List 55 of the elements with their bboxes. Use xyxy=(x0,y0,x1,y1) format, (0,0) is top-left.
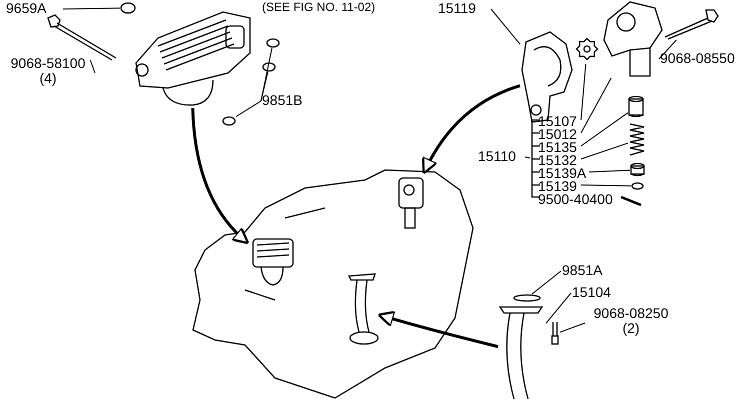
leader-line xyxy=(90,60,96,74)
leader-line xyxy=(260,48,272,102)
valve-drawing xyxy=(628,96,644,118)
ring-drawing xyxy=(120,2,136,14)
ring-drawing xyxy=(266,38,280,48)
leader-line xyxy=(490,8,520,45)
leader-line xyxy=(580,112,628,146)
leader-line xyxy=(560,322,586,333)
leader-line xyxy=(580,78,612,134)
part-number: 15135 xyxy=(538,139,580,153)
bolt-drawing xyxy=(550,322,560,346)
leader-line xyxy=(532,270,562,294)
part-number: 15012 xyxy=(538,126,580,140)
leader-line xyxy=(580,64,586,120)
pin-drawing xyxy=(620,196,642,206)
quantity: (2) xyxy=(622,321,640,336)
oil-strainer-drawing xyxy=(498,305,546,400)
part-number: 15110 xyxy=(478,148,524,166)
ring-drawing xyxy=(262,62,276,72)
part-number: 15132 xyxy=(538,152,580,166)
leader-line xyxy=(236,100,262,118)
part-number: 15119 xyxy=(438,0,490,18)
leader-line xyxy=(588,170,630,172)
ring-drawing xyxy=(513,294,541,302)
leader-line xyxy=(260,72,268,102)
part-number: 9068-08550 xyxy=(660,50,750,68)
leader-line xyxy=(62,8,120,10)
leader-line xyxy=(658,40,677,60)
plug-drawing xyxy=(630,163,645,177)
part-number: 9068-58100 xyxy=(10,56,86,71)
leader-line xyxy=(580,142,628,160)
part-number: 9659A xyxy=(6,0,62,18)
bolt-drawing xyxy=(46,14,118,60)
bolt-drawing xyxy=(662,8,720,40)
part-number: 15139 xyxy=(538,178,580,192)
part-number: 9500-40400 xyxy=(538,191,616,205)
leader-line xyxy=(546,292,572,324)
ring-drawing xyxy=(222,116,236,126)
part-number: 15104 xyxy=(572,284,622,302)
spring-drawing xyxy=(628,122,646,158)
part-number: 15107 xyxy=(538,113,580,127)
bracket xyxy=(530,118,540,200)
part-number: 9068-08250 xyxy=(594,306,668,321)
leader-line xyxy=(524,156,530,158)
part-number: 9851A xyxy=(562,262,612,280)
quantity: (4) xyxy=(39,71,57,86)
ring-drawing xyxy=(631,182,644,190)
arrow xyxy=(422,84,520,174)
part-number: 9851B xyxy=(262,92,320,110)
part-number: 15139A xyxy=(538,165,588,179)
arrow xyxy=(377,310,498,348)
note: (SEE FIG NO. 11-02) xyxy=(262,0,376,14)
arrow xyxy=(191,108,250,244)
leader-line xyxy=(580,184,632,186)
gasket-drawing xyxy=(520,30,575,125)
